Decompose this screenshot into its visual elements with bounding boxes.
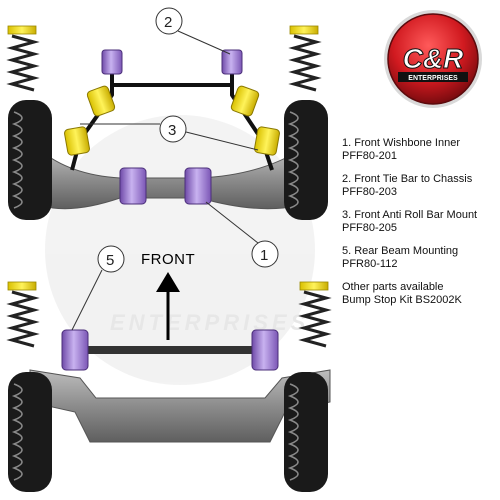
svg-text:3: 3: [168, 122, 176, 139]
logo-text: C&R: [403, 43, 464, 74]
legend-item-other-parts: Other parts available Bump Stop Kit BS20…: [342, 281, 498, 307]
front-arrow: [156, 272, 180, 340]
legend-item-part: PFF80-205: [342, 222, 398, 234]
rear-right-tyre: [284, 372, 328, 492]
front-right-tyre: [284, 100, 328, 220]
legend-item-name: 5. Rear Beam Mounting: [342, 245, 459, 257]
rear-beam: [29, 369, 331, 443]
anti-roll-bar-mount-right-upper: [230, 85, 260, 117]
legend-item-name: Other parts available: [342, 281, 444, 293]
rear-beam-bar: [80, 346, 265, 354]
svg-text:1: 1: [260, 247, 268, 264]
callout-2: 2: [155, 7, 231, 55]
legend-item-front-wishbone: 1. Front Wishbone Inner PFF80-201: [342, 137, 498, 163]
svg-text:2: 2: [164, 14, 172, 31]
legend-item-name: 3. Front Anti Roll Bar Mount: [342, 209, 478, 221]
legend-item-part: PFF80-203: [342, 186, 398, 198]
rear-beam-bush-right: [251, 329, 279, 371]
front-left-tyre: [8, 100, 52, 220]
front-label: FRONT: [141, 251, 196, 268]
watermark-text: ENTERPRISES: [110, 310, 309, 335]
rear-left-spring: [6, 281, 40, 348]
legend-item-name: 1. Front Wishbone Inner: [342, 137, 461, 149]
cr-enterprises-logo: C&R ENTERPRISES: [384, 10, 482, 108]
legend-item-rear-beam: 5. Rear Beam Mounting PFR80-112: [342, 245, 498, 271]
wishbone-bush-left: [119, 167, 147, 205]
anti-roll-bar-mount-left-lower: [64, 126, 90, 156]
callout-1: 1: [205, 201, 279, 268]
legend-item-name: 2. Front Tie Bar to Chassis: [342, 173, 473, 185]
front-left-spring: [6, 25, 40, 92]
legend-item-part: PFF80-201: [342, 150, 398, 162]
legend-item-part: Bump Stop Kit BS2002K: [342, 294, 462, 306]
legend-item-front-tie-bar: 2. Front Tie Bar to Chassis PFF80-203: [342, 173, 498, 199]
anti-roll-bar-mount-right-lower: [254, 126, 280, 156]
callout-5: 5: [71, 245, 125, 331]
rear-left-tyre: [8, 372, 52, 492]
legend-item-part: PFR80-112: [342, 258, 398, 270]
tie-bar-bush-left: [101, 49, 123, 75]
callout-3: 3: [80, 115, 259, 151]
logo-subtext: ENTERPRISES: [408, 75, 458, 82]
rear-right-spring: [298, 281, 332, 348]
svg-text:5: 5: [106, 252, 114, 269]
tie-bar-bush-right: [221, 49, 243, 75]
wishbone-bush-right: [184, 167, 212, 205]
anti-roll-bar: [70, 68, 274, 171]
legend-item-anti-roll-bar: 3. Front Anti Roll Bar Mount PFF80-205: [342, 209, 498, 235]
parts-legend: 1. Front Wishbone Inner PFF80-201 2. Fro…: [342, 137, 498, 317]
anti-roll-bar-mount-left-upper: [86, 85, 116, 117]
front-right-spring: [288, 25, 322, 92]
rear-beam-bush-left: [61, 329, 89, 371]
